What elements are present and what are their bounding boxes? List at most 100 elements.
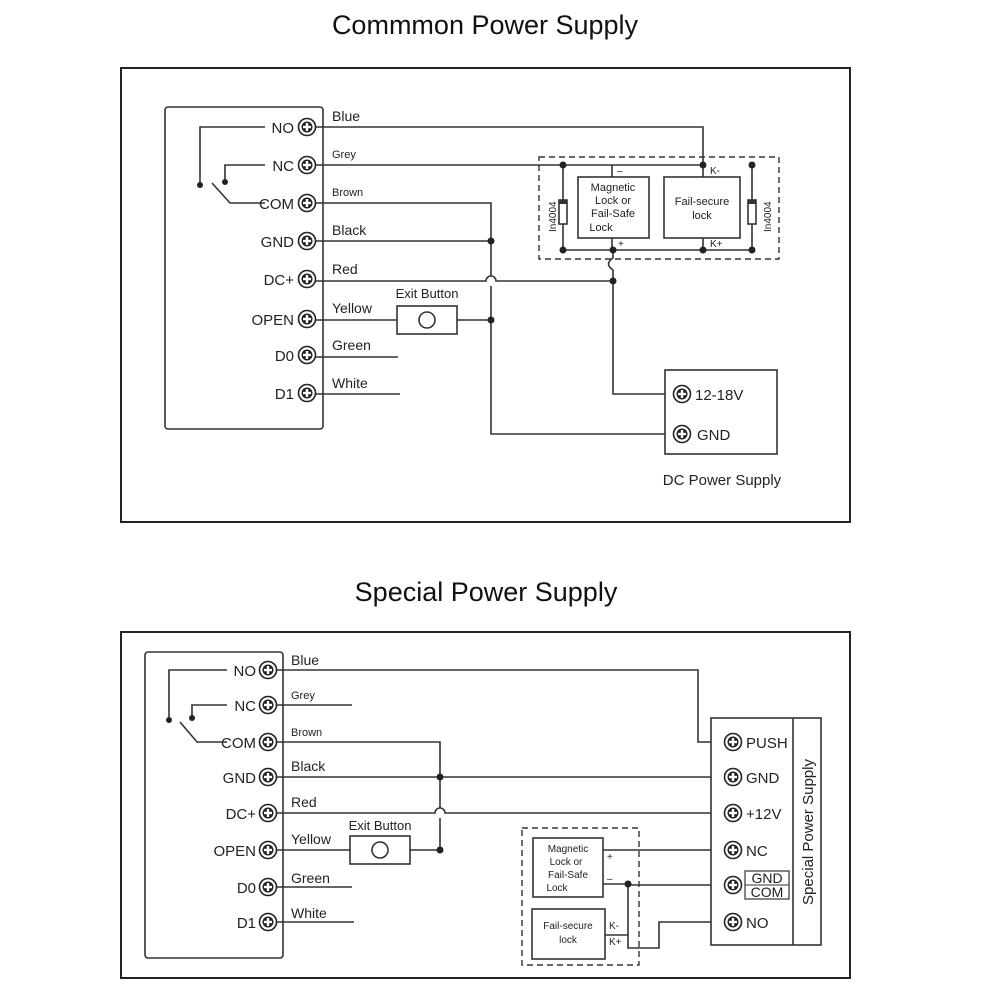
wire-label-green: Green [291,870,330,886]
diode-band [748,200,756,204]
wire-label-brown: Brown [291,727,322,739]
diagram-title: Special Power Supply [355,577,618,607]
terminal-label-dc-plus: DC+ [226,806,257,823]
junction [436,846,444,854]
junction [559,161,567,169]
wire-label-black: Black [332,222,367,238]
magnetic-lock-label: Magnetic [548,844,589,855]
junction [487,316,495,324]
polarity-mark: – [617,166,623,177]
fail-secure-lock [531,908,606,960]
screw-terminal-icon [258,660,278,680]
fail-secure-lock-label: Fail-secure [543,921,593,932]
terminal-label-gnd: GND [261,234,295,251]
wire-label-grey: Grey [291,690,315,702]
screw-terminal-icon [297,117,317,137]
polarity-mark: – [607,874,613,885]
screw-terminal-icon [723,875,743,895]
magnetic-lock-label: Lock [589,222,613,234]
polarity-mark: K- [710,166,720,177]
screw-terminal-icon [297,383,317,403]
psu-terminal-label: PUSH [746,735,788,752]
fail-secure-lock-label: Fail-secure [675,196,729,208]
wire-label-yellow: Yellow [332,300,373,316]
exit-button-icon [418,311,436,329]
screw-terminal-icon [258,695,278,715]
screw-terminal-icon [723,767,743,787]
relay-node [222,179,228,185]
wire-label-black: Black [291,758,326,774]
psu-terminal-label: 12-18V [695,387,743,404]
screw-terminal-icon [258,732,278,752]
junction [699,246,707,254]
polarity-mark: + [607,852,613,863]
diagram-title: Commmon Power Supply [332,10,639,40]
wire-label-white: White [291,905,327,921]
lock-wiring [602,849,725,949]
fail-secure-lock-label: lock [692,210,712,222]
psu-label: Special Power Supply [800,759,817,905]
wire-red [277,807,725,814]
psu-terminal-label: NO [746,915,769,932]
wire-label-brown: Brown [332,187,363,199]
wire-label-grey: Grey [332,149,356,161]
relay-contact [168,669,227,743]
exit-button-label: Exit Button [349,818,412,833]
terminal-label-nc: NC [234,698,256,715]
relay-node [197,182,203,188]
screw-terminal-icon [258,840,278,860]
diode-band [559,200,567,204]
screw-terminal-icon [723,803,743,823]
screw-terminal-icon [723,732,743,752]
psu-terminal-label: GND [751,870,782,886]
relay-contact [199,126,265,204]
terminal-label-d1: D1 [275,386,294,403]
screw-terminal-icon [297,309,317,329]
controller-box [144,651,284,959]
exit-button-icon [371,841,389,859]
fail-secure-lock-label: lock [559,935,578,946]
junction [436,773,444,781]
terminal-label-com: COM [221,735,256,752]
magnetic-lock [532,837,604,898]
screw-terminal-icon [297,345,317,365]
wire-blue [316,126,704,165]
psu-terminal-label: GND [697,427,731,444]
magnetic-lock-label: Lock or [550,857,583,868]
relay-node [189,715,195,721]
junction [748,161,756,169]
polarity-mark: K- [609,921,619,932]
junction [624,880,632,888]
screw-terminal-icon [672,424,692,444]
terminal-label-com: COM [259,196,294,213]
polarity-mark: + [618,239,624,250]
screw-terminal-icon [258,767,278,787]
screw-terminal-icon [258,912,278,932]
screw-terminal-icon [723,840,743,860]
wire-psu-positive [612,281,672,395]
common-power-supply-diagram: Commmon Power Supply NO NC COM GND DC+ O… [120,10,851,523]
controller-box [164,106,324,430]
terminal-label-dc-plus: DC+ [264,272,295,289]
wire-label-yellow: Yellow [291,831,332,847]
psu-label: DC Power Supply [663,472,782,489]
wire-brown [316,202,672,435]
exit-button-label: Exit Button [396,286,459,301]
wire-label-blue: Blue [291,652,319,668]
psu-terminal-label: +12V [746,806,781,823]
junction [609,246,617,254]
terminal-label-gnd: GND [223,770,257,787]
lock-group [521,827,640,966]
diagram-frame [120,631,851,979]
junction [559,246,567,254]
wire-brown [277,741,441,850]
terminal-label-d0: D0 [275,348,294,365]
screw-terminal-icon [297,231,317,251]
wire-label-white: White [332,375,368,391]
screw-terminal-icon [258,877,278,897]
psu-terminal-label: GND [746,770,780,787]
screw-terminal-icon [297,155,317,175]
terminal-label-no: NO [234,663,257,680]
fail-secure-lock [663,176,741,239]
